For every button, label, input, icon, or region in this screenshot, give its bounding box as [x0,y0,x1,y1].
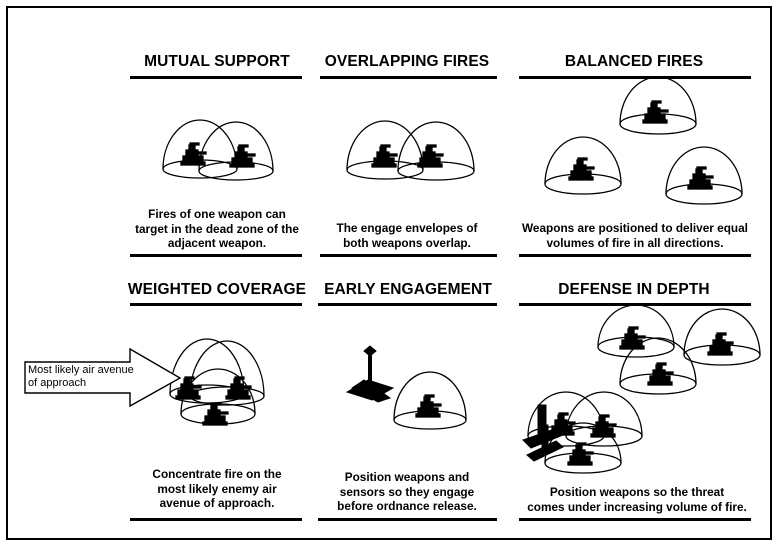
caption-line: before ordnance release. [337,499,477,513]
caption-line: Position weapons so the threat [549,485,725,499]
dome-top [619,76,697,135]
aircraft-icon [522,404,570,462]
caption-line: sensors so they engage [339,484,475,499]
bottom-rule [519,518,751,521]
title-rule [519,303,751,306]
dome [393,371,467,430]
caption-mutual-support: Fires of one weapon can target in the de… [128,207,306,251]
panel-title-mutual-support: MUTUAL SUPPORT [144,53,290,70]
arrow-label-line: of approach [28,377,87,389]
caption-line: The engage envelopes of [336,221,478,235]
caption-overlapping-fires: The engage envelopes of both weapons ove… [316,221,498,250]
dome-far-top [597,304,675,358]
bottom-rule [318,518,497,521]
caption-line: avenue of approach. [159,496,275,510]
caption-line: most likely enemy air [157,481,277,496]
dome-right [665,146,743,205]
caption-line: Weapons are positioned to deliver equal [522,221,748,235]
caption-weighted-coverage: Concentrate fire on the most likely enem… [128,467,306,511]
bottom-rule [130,518,302,521]
title-rule [130,303,302,306]
panel-title-weighted-coverage: WEIGHTED COVERAGE [127,281,307,298]
dome-mid [619,337,697,395]
caption-balanced-fires: Weapons are positioned to deliver equal … [503,221,767,250]
panel-title-early-engagement: EARLY ENGAGEMENT [324,281,492,298]
dome-far-right [683,308,761,366]
caption-line: comes under increasing volume of fire. [527,499,747,514]
arrow-label: Most likely air avenue of approach [28,364,138,390]
dome-left [544,136,622,195]
bottom-rule [130,254,302,257]
caption-early-engagement: Position weapons and sensors so they eng… [316,470,498,514]
caption-defense-in-depth: Position weapons so the threat comes und… [512,485,762,514]
caption-line: Position weapons and [344,470,470,484]
caption-line: Concentrate fire on the [152,467,282,481]
caption-line: Fires of one weapon can [148,207,286,221]
dome-right [397,121,475,181]
title-rule [519,76,751,79]
dome-left [346,120,424,180]
bottom-rule [519,254,751,257]
panel-title-balanced-fires: BALANCED FIRES [564,53,704,70]
panel-title-defense-in-depth: DEFENSE IN DEPTH [558,281,710,298]
panel-title-overlapping-fires: OVERLAPPING FIRES [324,53,490,70]
title-rule [130,76,302,79]
title-rule [320,76,497,79]
radar-sensor-icon [345,345,395,403]
caption-line: adjacent weapon. [167,236,267,250]
arrow-label-line: Most likely air avenue [28,364,134,376]
dome-right [198,121,274,181]
bottom-rule [320,254,497,257]
caption-line: target in the dead zone of the [135,221,299,236]
figure-frame [6,6,772,540]
caption-line: volumes of fire in all directions. [546,235,724,250]
caption-line: both weapons overlap. [343,235,471,250]
dome-near-right [565,391,643,447]
approach-arrow-icon [24,347,182,408]
title-rule [318,303,497,306]
